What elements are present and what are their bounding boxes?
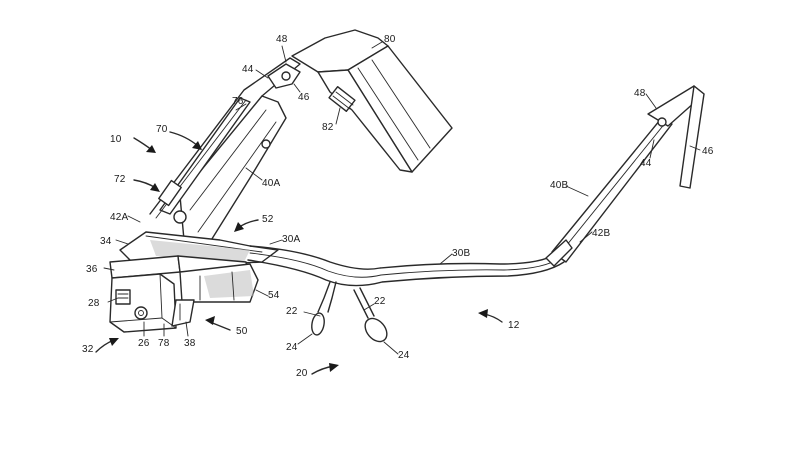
label-30A: 30A — [282, 234, 301, 245]
label-26: 26 — [138, 338, 150, 349]
label-38: 38 — [184, 338, 196, 349]
reference-numerals: 10 70 72 76 44 48 80 46 82 40A 42A 34 52… — [82, 34, 714, 379]
label-22-left: 22 — [286, 306, 298, 317]
label-48-right: 48 — [634, 88, 646, 99]
label-24-right: 24 — [398, 350, 410, 361]
label-82: 82 — [322, 122, 334, 133]
label-42B: 42B — [592, 228, 611, 239]
label-24-left: 24 — [286, 342, 298, 353]
battery-housing — [291, 29, 453, 173]
label-42A: 42A — [110, 212, 129, 223]
label-54: 54 — [268, 290, 280, 301]
leader-lines — [103, 41, 701, 355]
label-78: 78 — [158, 338, 170, 349]
direction-arrows — [95, 131, 503, 375]
label-12: 12 — [508, 320, 520, 331]
label-30B: 30B — [452, 248, 471, 259]
label-48-left: 48 — [276, 34, 288, 45]
nose-pads — [311, 281, 388, 343]
label-22-right: 22 — [374, 296, 386, 307]
label-34: 34 — [100, 236, 112, 247]
label-36: 36 — [86, 264, 98, 275]
label-40B: 40B — [550, 180, 569, 191]
label-20: 20 — [296, 368, 308, 379]
label-76: 76 — [232, 96, 244, 107]
label-50: 50 — [236, 326, 248, 337]
label-46-left: 46 — [298, 92, 310, 103]
label-28: 28 — [88, 298, 100, 309]
front-frame — [109, 231, 279, 333]
left-temple-arm — [149, 57, 301, 251]
label-44-right: 44 — [640, 158, 652, 169]
label-10: 10 — [110, 134, 122, 145]
frame-rim-and-right-arm — [247, 85, 705, 287]
label-44-left: 44 — [242, 64, 254, 75]
label-32: 32 — [82, 344, 94, 355]
label-40A: 40A — [262, 178, 281, 189]
label-52: 52 — [262, 214, 274, 225]
label-72: 72 — [114, 174, 126, 185]
label-46-right: 46 — [702, 146, 714, 157]
label-70: 70 — [156, 124, 168, 135]
label-80: 80 — [384, 34, 396, 45]
